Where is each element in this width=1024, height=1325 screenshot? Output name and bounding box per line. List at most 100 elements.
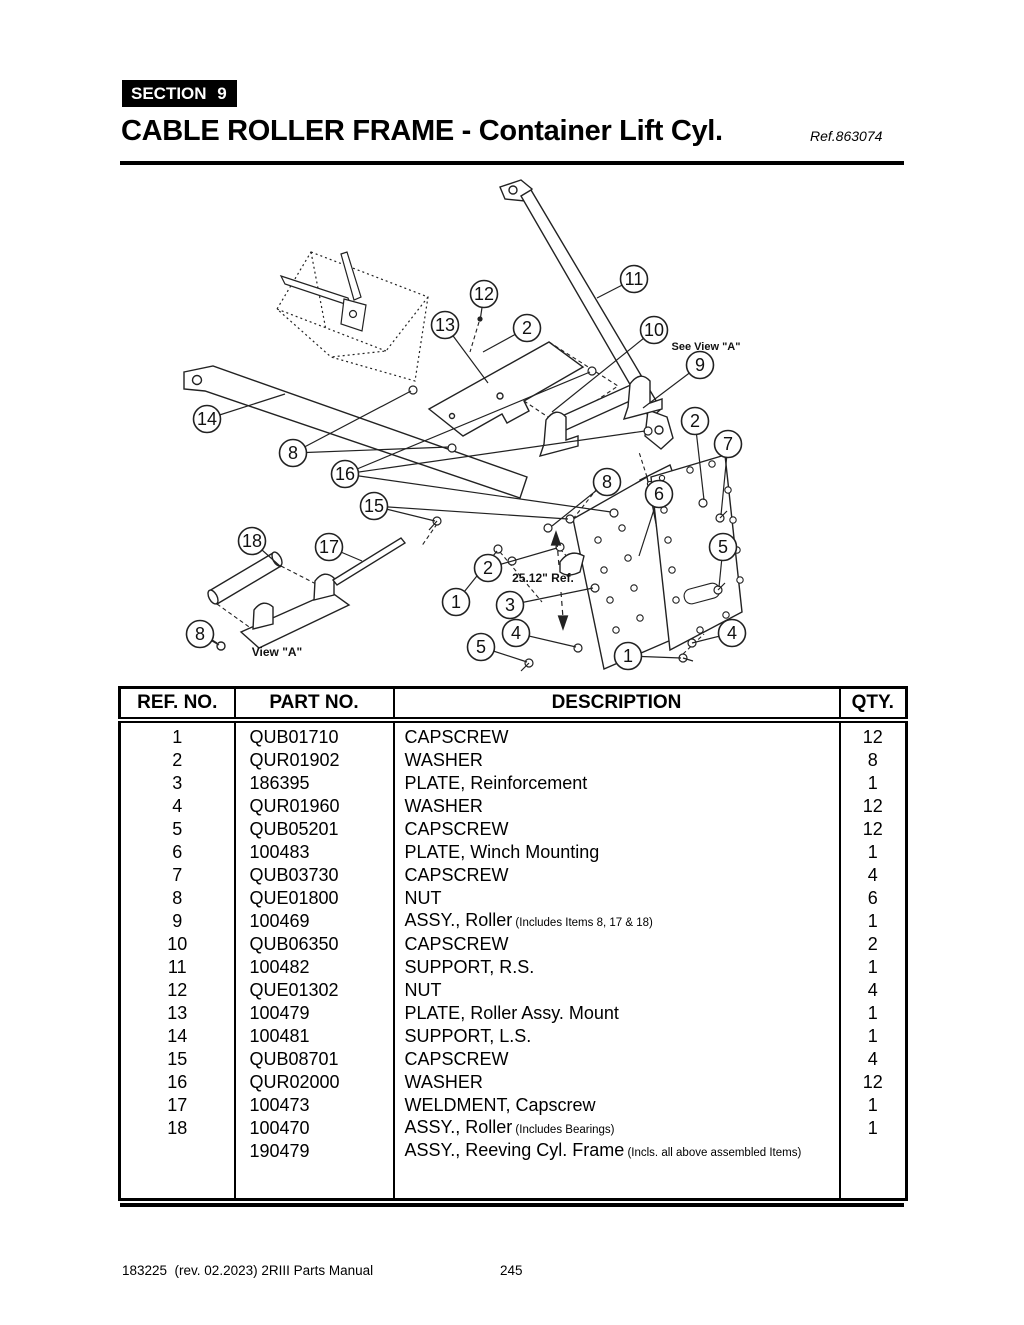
leader-line	[292, 390, 412, 454]
cell-part-no: QUE01800	[234, 886, 395, 909]
svg-text:12: 12	[474, 284, 494, 304]
svg-text:14: 14	[197, 409, 217, 429]
cell-ref-no: 15	[119, 1047, 236, 1070]
cell-description: PLATE, Roller Assy. Mount	[393, 1001, 841, 1024]
cell-description: PLATE, Reinforcement	[393, 771, 841, 794]
svg-text:1: 1	[451, 592, 461, 612]
diagram-labels: See View "A"25.12" Ref.View "A"	[252, 341, 741, 659]
cell-part-no: 100481	[234, 1024, 395, 1047]
cell-ref-no: 5	[119, 817, 236, 840]
roller-assembly-part9	[538, 375, 663, 458]
cell-part-no: QUE01302	[234, 978, 395, 1001]
leader-line	[344, 371, 591, 475]
header-qty: QTY.	[839, 687, 907, 723]
cell-ref-no	[119, 1139, 236, 1162]
svg-text:8: 8	[602, 472, 612, 492]
callout-14: 14	[192, 404, 222, 434]
title-divider	[120, 161, 904, 165]
cell-part-no: QUB05201	[234, 817, 395, 840]
svg-text:10: 10	[644, 320, 664, 340]
cell-ref-no: 8	[119, 886, 236, 909]
callout-8: 8	[278, 438, 308, 468]
mount-plate-part13	[427, 341, 585, 437]
cell-qty: 4	[867, 864, 878, 885]
svg-text:1: 1	[623, 646, 633, 666]
cell-ref-no: 7	[119, 863, 236, 886]
leader-line	[373, 505, 569, 520]
dimension-line	[550, 530, 569, 631]
cell-part-no: 100483	[234, 840, 395, 863]
callout-9: 9	[685, 350, 715, 380]
cell-part-no: 186395	[234, 771, 395, 794]
cell-description: SUPPORT, L.S.	[393, 1024, 841, 1047]
cell-qty: 1	[867, 1117, 878, 1138]
cell-qty: 1	[867, 956, 878, 977]
cell-qty: 1	[867, 1002, 878, 1023]
callout-3: 3	[495, 590, 525, 620]
cell-description: SUPPORT, R.S.	[393, 955, 841, 978]
svg-text:8: 8	[195, 624, 205, 644]
svg-text:4: 4	[727, 623, 737, 643]
callout-16: 16	[330, 459, 360, 489]
callout-2: 2	[680, 406, 710, 436]
leader-line	[344, 473, 612, 513]
cell-description: WELDMENT, Capscrew	[393, 1093, 841, 1116]
callout-17: 17	[314, 532, 344, 562]
cell-ref-no: 11	[119, 955, 236, 978]
cell-part-no: QUB03730	[234, 863, 395, 886]
cell-ref-no: 3	[119, 771, 236, 794]
cell-description: NUT	[393, 886, 841, 909]
cell-part-no: QUR02000	[234, 1070, 395, 1093]
cell-description: ASSY., Roller (Includes Items 8, 17 & 18…	[393, 909, 841, 932]
callout-2: 2	[473, 553, 503, 583]
table-header-row: REF. NO. PART NO. DESCRIPTION QTY.	[119, 687, 907, 723]
cell-description: WASHER	[393, 1070, 841, 1093]
callout-8: 8	[592, 467, 622, 497]
cell-ref-no: 4	[119, 794, 236, 817]
leader-line	[292, 446, 450, 454]
svg-text:2: 2	[483, 558, 493, 578]
cell-description: WASHER	[393, 794, 841, 817]
callout-8: 8	[185, 619, 215, 649]
callout-7: 7	[713, 429, 743, 459]
cell-part-no: QUR01902	[234, 748, 395, 771]
callout-10: 10	[639, 315, 669, 345]
cell-part-no: 190479	[234, 1139, 395, 1162]
support-bar-part11	[499, 179, 674, 450]
cell-part-no: QUB06350	[234, 932, 395, 955]
callout-2: 2	[512, 313, 542, 343]
cell-qty: 8	[867, 749, 878, 770]
cell-ref-no: 14	[119, 1024, 236, 1047]
table-spacer-row	[119, 1162, 907, 1200]
callout-6: 6	[644, 479, 674, 509]
svg-text:16: 16	[335, 464, 355, 484]
footer-page-number: 245	[500, 1263, 523, 1278]
cell-description: NUT	[393, 978, 841, 1001]
cell-qty: 4	[867, 1048, 878, 1069]
header-part-no: PART NO.	[234, 687, 395, 723]
leader-line	[551, 329, 655, 413]
ref-number: Ref.863074	[810, 128, 883, 144]
cell-part-no: QUR01960	[234, 794, 395, 817]
cell-part-no: QUB01710	[234, 720, 395, 748]
header-description: DESCRIPTION	[393, 687, 841, 723]
callout-18: 18	[237, 526, 267, 556]
cell-part-no: 100479	[234, 1001, 395, 1024]
cell-ref-no: 16	[119, 1070, 236, 1093]
cell-part-no: 100470	[234, 1116, 395, 1139]
machine-sketch	[276, 251, 429, 382]
cell-part-no: 100482	[234, 955, 395, 978]
